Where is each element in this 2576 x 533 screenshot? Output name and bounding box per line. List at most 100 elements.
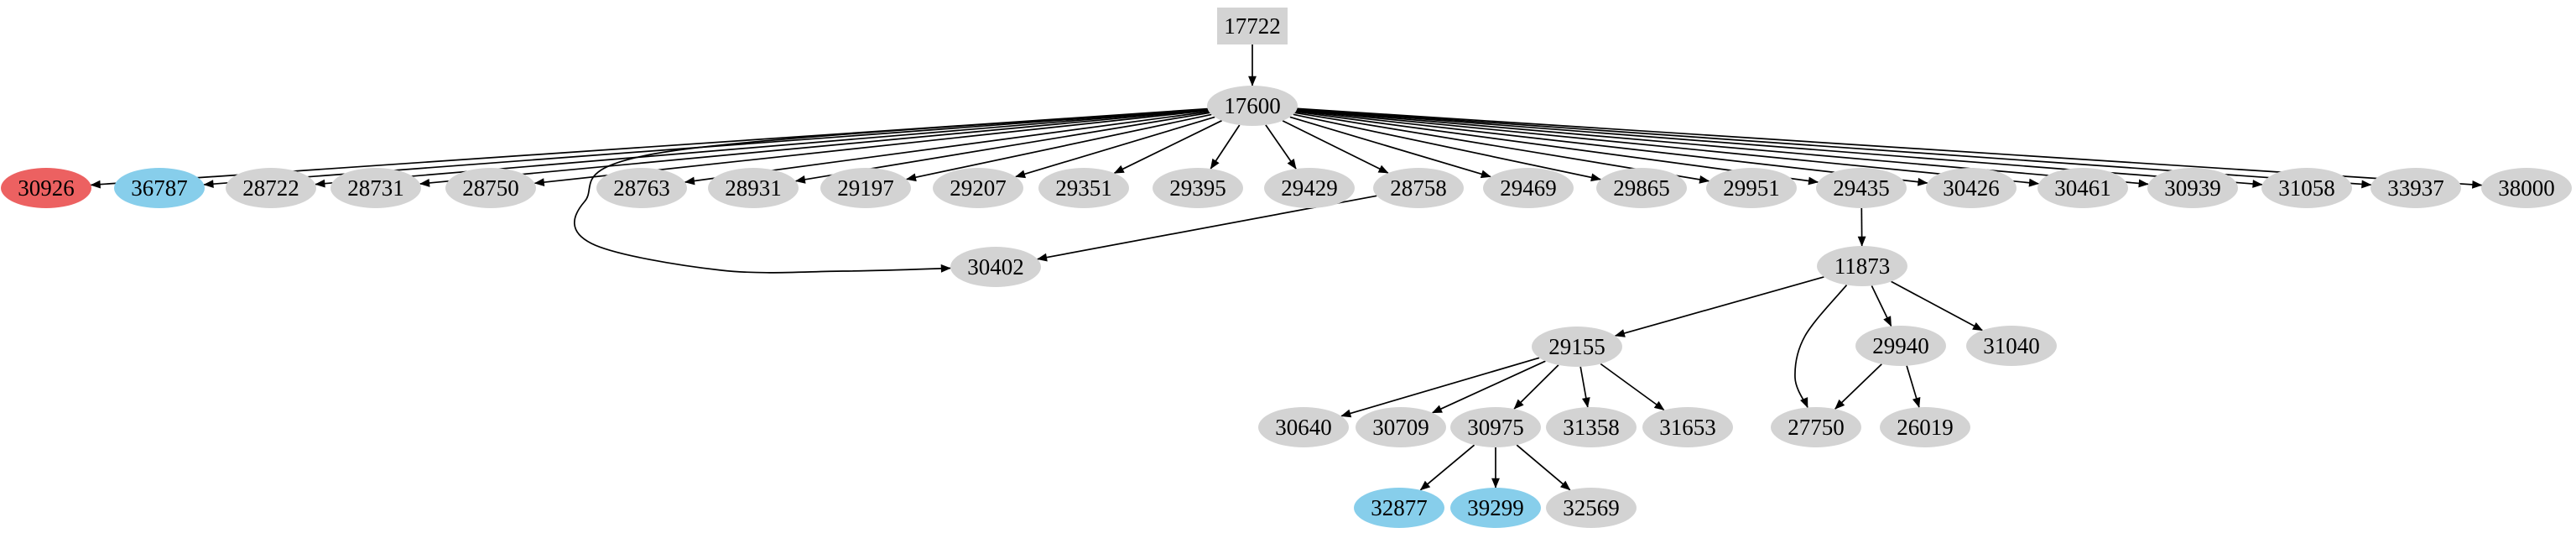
edge-17600-29351 [1113,119,1222,175]
node-label-39299: 39299 [1467,495,1524,520]
node-ellipse-shape [1926,168,2017,208]
node-ellipse-shape [1642,407,1733,447]
node-ellipse-shape [445,168,536,208]
node-31058: 31058 [2261,168,2352,208]
edge-11873-29155 [1614,276,1824,337]
node-ellipse-shape [226,168,316,208]
node-30926: 30926 [1,168,91,208]
node-ellipse-shape [1450,407,1541,447]
node-29395: 29395 [1153,168,1243,208]
node-label-31653: 31653 [1659,415,1716,440]
node-label-30640: 30640 [1275,415,1332,440]
node-label-31358: 31358 [1563,415,1620,440]
node-label-29469: 29469 [1500,175,1557,201]
node-label-17600: 17600 [1224,93,1281,118]
edge-29155-31653 [1600,363,1665,411]
node-label-27750: 27750 [1788,415,1845,440]
node-ellipse-shape [1373,168,1464,208]
node-label-32877: 32877 [1371,495,1428,520]
node-ellipse-shape [950,247,1041,287]
node-ellipse-shape [2481,168,2572,208]
node-ellipse-shape [1880,407,1970,447]
node-ellipse-shape [1966,326,2057,366]
node-ellipse-shape [1817,246,1907,286]
node-ellipse-shape [1771,407,1861,447]
node-label-29865: 29865 [1613,175,1670,201]
edge-29155-30975 [1513,364,1559,410]
node-label-38000: 38000 [2498,175,2555,201]
node-ellipse-shape [1546,407,1637,447]
node-ellipse-shape [1153,168,1243,208]
edge-17600-29429 [1265,124,1297,170]
node-ellipse-shape [1207,86,1298,126]
node-label-28731: 28731 [347,175,404,201]
node-label-29155: 29155 [1548,334,1605,359]
node-label-28750: 28750 [462,175,519,201]
node-29155: 29155 [1532,327,1622,367]
node-11873: 11873 [1817,246,1907,286]
node-28722: 28722 [226,168,316,208]
node-label-30939: 30939 [2164,175,2221,201]
edge-30975-32877 [1419,444,1475,491]
node-29429: 29429 [1264,168,1355,208]
edge-29155-31358 [1579,366,1590,408]
node-28731: 28731 [330,168,421,208]
node-28758: 28758 [1373,168,1464,208]
node-32877: 32877 [1354,488,1444,528]
node-label-30926: 30926 [18,175,75,201]
node-29197: 29197 [820,168,911,208]
node-label-28931: 28931 [725,175,782,201]
node-ellipse-shape [1706,168,1797,208]
node-label-29940: 29940 [1872,333,1929,358]
node-label-33937: 33937 [2387,175,2444,201]
node-31358: 31358 [1546,407,1637,447]
node-30402: 30402 [950,247,1041,287]
node-27750: 27750 [1771,407,1861,447]
node-30461: 30461 [2037,168,2128,208]
node-33937: 33937 [2370,168,2461,208]
node-30975: 30975 [1450,407,1541,447]
node-31040: 31040 [1966,326,2057,366]
node-30939: 30939 [2147,168,2238,208]
node-ellipse-shape [1258,407,1349,447]
node-label-29951: 29951 [1723,175,1780,201]
node-label-30426: 30426 [1943,175,2000,201]
edge-30975-32569 [1516,444,1571,491]
node-ellipse-shape [708,168,799,208]
node-29435: 29435 [1816,168,1907,208]
node-ellipse-shape [1,168,91,208]
node-label-29395: 29395 [1169,175,1226,201]
edge-17600-29207 [1015,116,1215,179]
node-ellipse-shape [1546,488,1637,528]
edge-17600-29395 [1210,124,1241,170]
node-ellipse-shape [1816,168,1907,208]
node-ellipse-shape [1855,326,1946,366]
edge-17600-29469 [1289,116,1491,179]
node-29951: 29951 [1706,168,1797,208]
node-29469: 29469 [1483,168,1574,208]
node-label-29351: 29351 [1055,175,1112,201]
node-ellipse-shape [2261,168,2352,208]
edge-29940-27750 [1834,363,1882,410]
edge-11873-29940 [1871,285,1892,327]
node-32569: 32569 [1546,488,1637,528]
node-ellipse-shape [1483,168,1574,208]
node-label-17722: 17722 [1224,13,1281,39]
node-box-shape [1217,8,1288,44]
node-17722: 17722 [1217,8,1288,44]
edge-17600-30426 [1296,110,1928,186]
node-label-36787: 36787 [131,175,188,201]
node-29865: 29865 [1596,168,1687,208]
node-ellipse-shape [933,168,1023,208]
edge-11873-31040 [1891,280,1984,332]
node-label-31040: 31040 [1983,333,2040,358]
edge-17600-28731 [419,109,1209,187]
node-38000: 38000 [2481,168,2572,208]
node-ellipse-shape [114,168,205,208]
node-ellipse-shape [1038,168,1129,208]
node-label-31058: 31058 [2278,175,2335,201]
node-label-30461: 30461 [2054,175,2111,201]
